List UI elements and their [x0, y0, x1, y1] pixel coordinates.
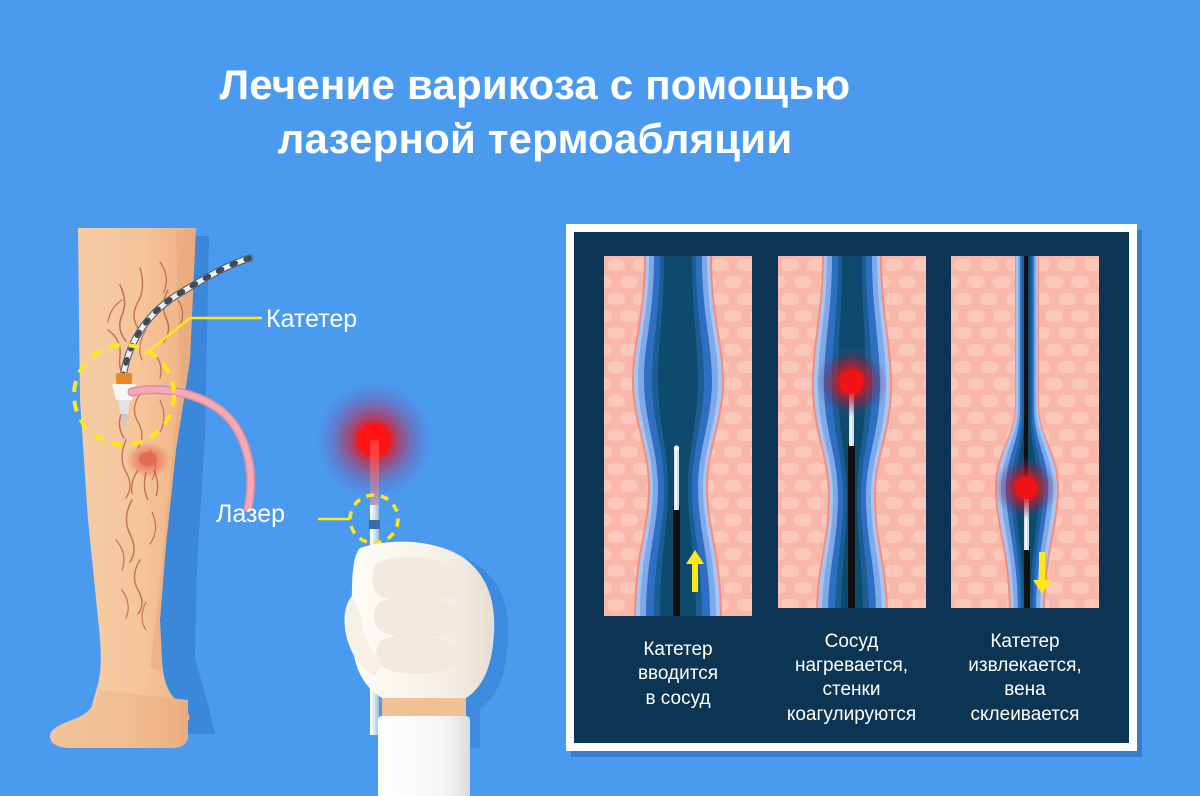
- direction-arrow-down: [1033, 552, 1051, 594]
- vessel-diagram-3: [951, 256, 1099, 608]
- step-panel-2: Сосуд нагревается, стенки коагулируются: [774, 256, 930, 727]
- fiber-marker-1: [369, 520, 380, 529]
- laser-beam: [370, 440, 379, 540]
- title-line-2: лазерной термоабляции: [277, 114, 793, 162]
- leader-line-catheter: [143, 316, 262, 356]
- inflamed-spot: [126, 442, 170, 501]
- page-title: Лечение варикоза с помощью лазерной терм…: [0, 58, 1070, 166]
- vessel-diagram-2: [777, 256, 926, 608]
- leg-body: [50, 228, 196, 748]
- step-panel-3: Катетер извлекается, вена склеивается: [947, 256, 1103, 727]
- highlight-circle-catheter: [72, 343, 176, 447]
- left-illustration: [50, 228, 509, 796]
- steps-frame-inner: Катетер вводится в сосуд: [574, 232, 1129, 743]
- vessel-diagram-1: [604, 256, 752, 616]
- leg-catheter: [112, 254, 256, 513]
- step-panel-1: Катетер вводится в сосуд: [600, 256, 756, 727]
- laser-core-step2: [839, 370, 863, 394]
- laser-core-step3: [1015, 477, 1037, 499]
- steps-frame: Катетер вводится в сосуд: [566, 224, 1137, 751]
- highlight-circle-laser: [348, 493, 400, 545]
- callout-label-catheter: Катетер: [266, 305, 358, 333]
- title-line-1: Лечение варикоза с помощью: [219, 61, 851, 108]
- callout-label-laser: Лазер: [216, 500, 286, 528]
- step-caption-1: Катетер вводится в сосуд: [637, 639, 719, 709]
- step-caption-3: Катетер извлекается, вена склеивается: [968, 630, 1082, 725]
- step-caption-2: Сосуд нагревается, стенки коагулируются: [786, 630, 917, 725]
- gloved-hand: [344, 541, 495, 796]
- direction-arrow-up: [686, 550, 704, 592]
